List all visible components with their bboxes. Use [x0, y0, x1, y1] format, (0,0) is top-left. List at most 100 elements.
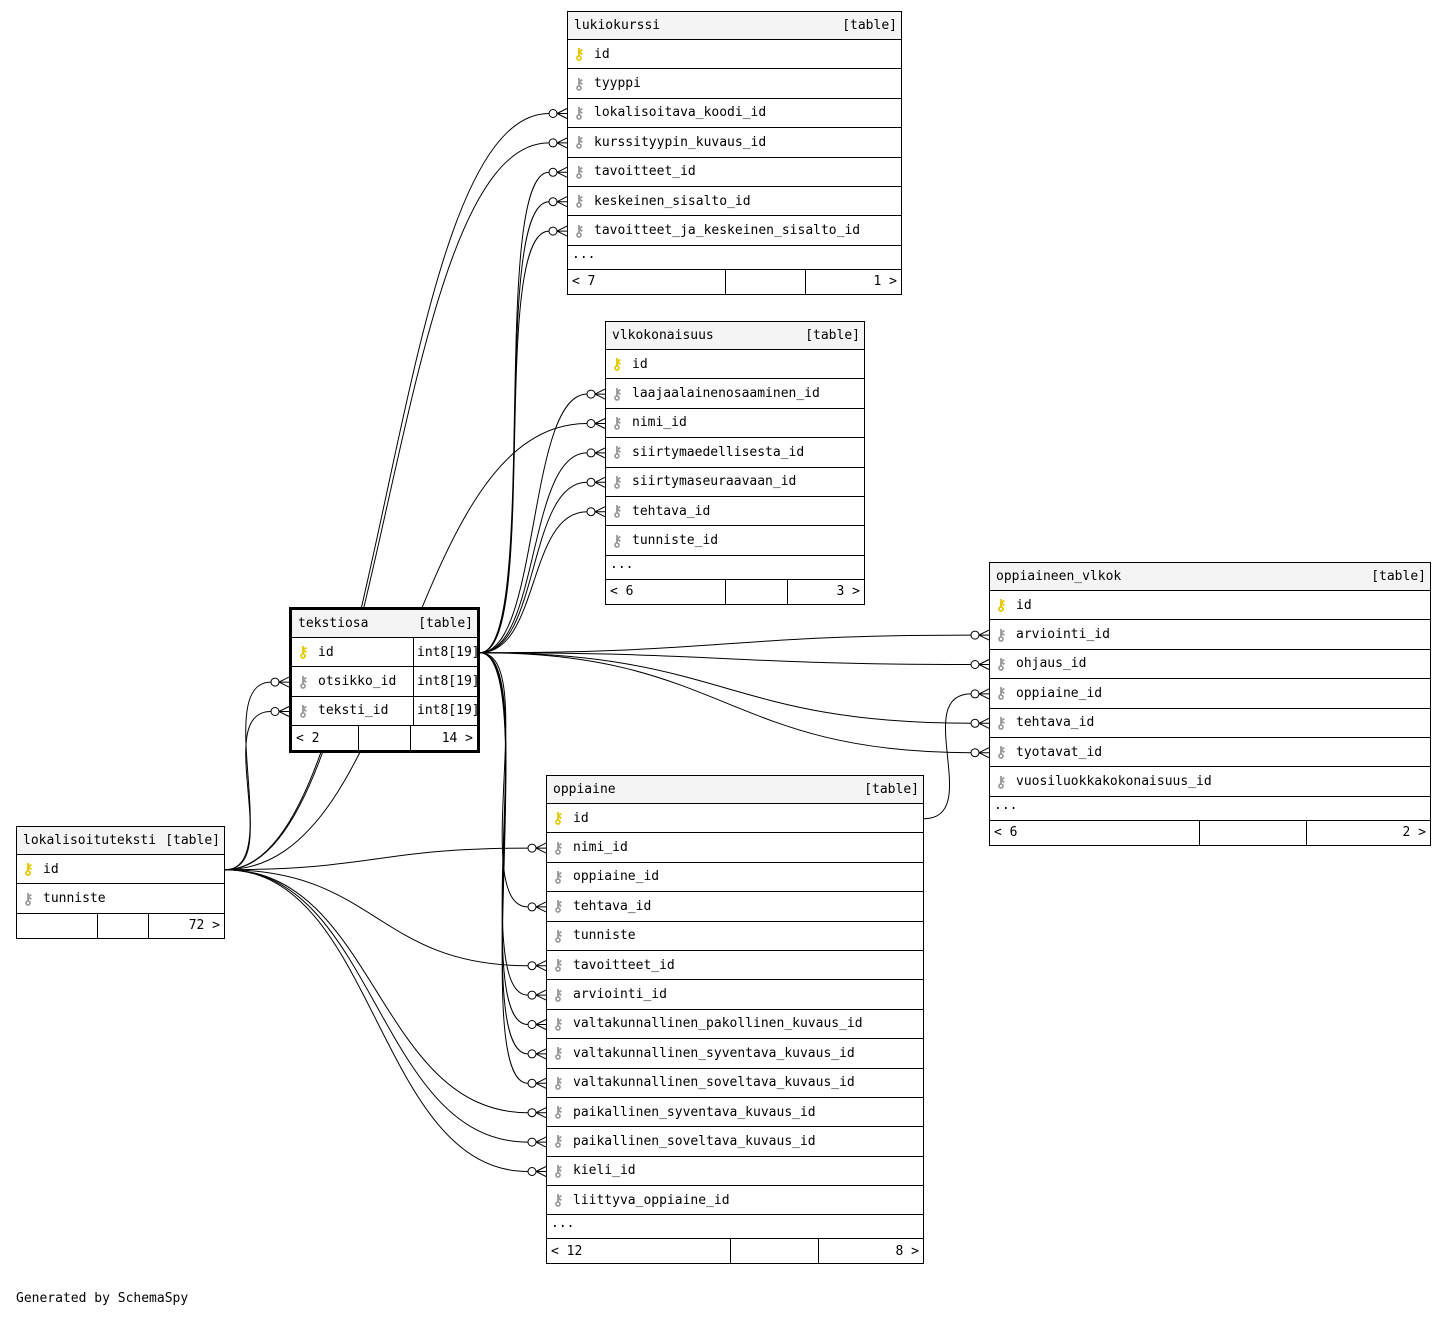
fk-key-icon: ⚷: [552, 867, 564, 886]
column-row-valtakunnallinen_syventava_kuvaus_id[interactable]: ⚷valtakunnallinen_syventava_kuvaus_id: [547, 1039, 923, 1069]
column-name: laajaalainenosaaminen_id: [632, 386, 820, 402]
column-row-liittyva_oppiaine_id[interactable]: ⚷liittyva_oppiaine_id: [547, 1186, 923, 1216]
column-row-vuosiluokkakokonaisuus_id[interactable]: ⚷vuosiluokkakokonaisuus_id: [990, 767, 1430, 797]
table-oppiaine[interactable]: oppiaine[table]⚷id⚷nimi_id⚷oppiaine_id⚷t…: [546, 775, 924, 1265]
column-row-id[interactable]: ⚷id: [17, 855, 224, 885]
pk-key-icon: ⚷: [297, 643, 309, 662]
table-name[interactable]: oppiaineen_vlkok: [996, 569, 1122, 584]
more-columns-ellipsis[interactable]: ...: [568, 246, 901, 270]
column-row-kurssityypin_kuvaus_id[interactable]: ⚷kurssityypin_kuvaus_id: [568, 128, 901, 158]
table-header[interactable]: lokalisoituteksti[table]: [17, 827, 224, 855]
relationship-edge: [224, 137, 568, 871]
column-row-oppiaine_id[interactable]: ⚷ oppiaine_id: [547, 863, 923, 893]
table-oppiaineen_vlkok[interactable]: oppiaineen_vlkok[table]⚷id⚷arviointi_id⚷…: [989, 562, 1431, 846]
column-row-arviointi_id[interactable]: ⚷arviointi_id: [547, 980, 923, 1010]
table-header[interactable]: oppiaineen_vlkok[table]: [990, 563, 1430, 591]
children-count[interactable]: 2 >: [1402, 825, 1426, 841]
column-row-paikallinen_syventava_kuvaus_id[interactable]: ⚷paikallinen_syventava_kuvaus_id: [547, 1098, 923, 1128]
column-name: id: [632, 356, 648, 372]
column-row-laajaalainenosaaminen_id[interactable]: ⚷laajaalainenosaaminen_id: [606, 379, 864, 409]
column-row-nimi_id[interactable]: ⚷nimi_id: [606, 409, 864, 439]
parents-count[interactable]: < 2: [292, 726, 359, 751]
fk-key-icon: ⚷: [995, 713, 1007, 732]
column-row-id[interactable]: ⚷id: [547, 804, 923, 834]
column-row-tavoitteet_id[interactable]: ⚷tavoitteet_id: [547, 951, 923, 981]
column-row-kieli_id[interactable]: ⚷kieli_id: [547, 1157, 923, 1187]
column-name: kurssityypin_kuvaus_id: [594, 134, 767, 150]
parents-count[interactable]: < 6: [606, 579, 726, 604]
column-row-tunniste[interactable]: ⚷tunniste: [17, 884, 224, 914]
more-columns-ellipsis[interactable]: ...: [547, 1215, 923, 1240]
table-footer: < 7 1 >: [568, 269, 901, 294]
fk-key-icon: ⚷: [611, 413, 623, 432]
column-row-lokalisoitava_koodi_id[interactable]: ⚷lokalisoitava_koodi_id: [568, 99, 901, 129]
column-row-id[interactable]: ⚷id: [568, 40, 901, 70]
column-row-tyotavat_id[interactable]: ⚷tyotavat_id: [990, 738, 1430, 768]
column-row-siirtymaseuraavaan_id[interactable]: ⚷siirtymaseuraavaan_id: [606, 468, 864, 497]
column-row-oppiaine_id[interactable]: ⚷oppiaine_id: [990, 679, 1430, 709]
column-row-arviointi_id[interactable]: ⚷arviointi_id: [990, 620, 1430, 650]
fk-key-icon: ⚷: [552, 1132, 564, 1151]
children-count[interactable]: 3 >: [836, 584, 860, 600]
column-row-tunniste_id[interactable]: ⚷tunniste_id: [606, 526, 864, 556]
fk-key-icon: ⚷: [552, 897, 564, 916]
column-row-tavoitteet_ja_keskeinen_sisalto_id[interactable]: ⚷tavoitteet_ja_keskeinen_sisalto_id: [568, 216, 901, 246]
column-row-siirtymaedellisesta_id[interactable]: ⚷siirtymaedellisesta_id: [606, 438, 864, 468]
fk-key-icon: ⚷: [552, 838, 564, 857]
column-row-tavoitteet_id[interactable]: ⚷tavoitteet_id: [568, 158, 901, 187]
column-row-id[interactable]: ⚷ id: [990, 591, 1430, 621]
children-count[interactable]: 72 >: [188, 918, 220, 934]
column-name: oppiaine_id: [573, 869, 660, 885]
column-row-tehtava_id[interactable]: ⚷tehtava_id: [990, 709, 1430, 738]
table-header[interactable]: lukiokurssi[table]: [568, 12, 901, 40]
column-row-valtakunnallinen_soveltava_kuvaus_id[interactable]: ⚷valtakunnallinen_soveltava_kuvaus_id: [547, 1069, 923, 1098]
children-count[interactable]: 8 >: [895, 1243, 919, 1259]
column-row-nimi_id[interactable]: ⚷ nimi_id: [547, 833, 923, 863]
table-vlkokonaisuus[interactable]: vlkokonaisuus[table]⚷id⚷laajaalainenosaa…: [605, 321, 865, 605]
fk-key-icon: ⚷: [611, 472, 623, 491]
relationship-edge: [479, 388, 606, 654]
column-row-tehtava_id[interactable]: ⚷tehtava_id: [606, 497, 864, 527]
column-row-tehtava_id[interactable]: ⚷ tehtava_id: [547, 892, 923, 922]
column-name: id: [318, 644, 334, 660]
fk-key-icon: ⚷: [22, 889, 34, 908]
parents-count[interactable]: [17, 913, 98, 938]
parents-count[interactable]: < 7: [568, 269, 726, 294]
column-name: tunniste_id: [632, 533, 719, 549]
table-name[interactable]: tekstiosa: [298, 616, 369, 631]
table-header[interactable]: tekstiosa [table]: [292, 610, 477, 638]
table-name[interactable]: vlkokonaisuus: [612, 328, 714, 343]
table-header[interactable]: vlkokonaisuus[table]: [606, 322, 864, 350]
parents-count[interactable]: < 6: [990, 820, 1200, 845]
parents-count[interactable]: < 12: [547, 1239, 731, 1264]
column-name: nimi_id: [573, 840, 628, 856]
table-lukiokurssi[interactable]: lukiokurssi[table]⚷id⚷tyyppi⚷lokalisoita…: [567, 11, 902, 295]
table-name[interactable]: lukiokurssi: [574, 18, 661, 33]
column-name: tehtava_id: [573, 898, 652, 914]
column-row-keskeinen_sisalto_id[interactable]: ⚷keskeinen_sisalto_id: [568, 187, 901, 217]
footer-middle: [731, 1239, 819, 1264]
column-row-valtakunnallinen_pakollinen_kuvaus_id[interactable]: ⚷valtakunnallinen_pakollinen_kuvaus_id: [547, 1010, 923, 1040]
column-row-tunniste[interactable]: ⚷tunniste: [547, 922, 923, 951]
relationship-edge: [923, 688, 990, 820]
children-count[interactable]: 1 >: [873, 274, 897, 290]
table-kind-label: [table]: [418, 616, 473, 631]
pk-key-icon: ⚷: [995, 596, 1007, 615]
column-name: id: [1016, 597, 1032, 613]
table-lokalisoituteksti[interactable]: lokalisoituteksti[table]⚷id⚷tunniste 72 >: [16, 826, 225, 939]
table-name[interactable]: lokalisoituteksti: [23, 833, 157, 848]
table-name[interactable]: oppiaine: [553, 782, 616, 797]
column-name: tyotavat_id: [1016, 744, 1103, 760]
children-count[interactable]: 14 >: [441, 730, 473, 746]
column-row-id[interactable]: ⚷id: [606, 350, 864, 380]
table-header[interactable]: oppiaine[table]: [547, 776, 923, 804]
more-columns-ellipsis[interactable]: ...: [606, 556, 864, 580]
column-row-ohjaus_id[interactable]: ⚷ohjaus_id: [990, 650, 1430, 680]
more-columns-ellipsis[interactable]: ...: [990, 797, 1430, 821]
column-row-paikallinen_soveltava_kuvaus_id[interactable]: ⚷paikallinen_soveltava_kuvaus_id: [547, 1127, 923, 1157]
column-row-tyyppi[interactable]: ⚷tyyppi: [568, 69, 901, 99]
